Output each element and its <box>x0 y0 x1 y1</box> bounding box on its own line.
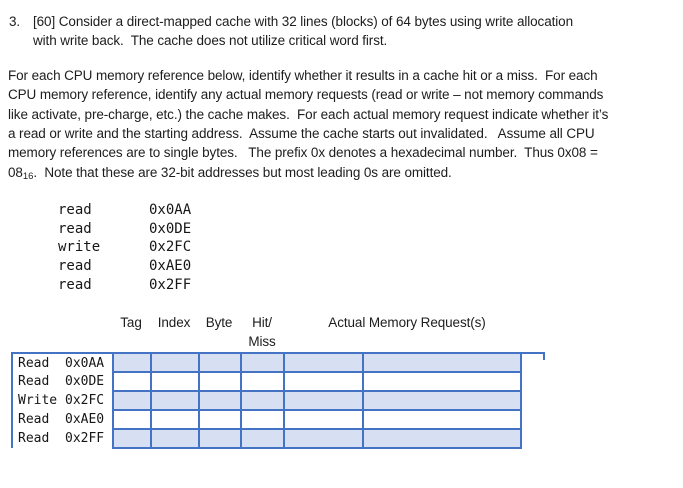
address: 0xAE0 <box>65 412 105 427</box>
table-row: Read 0xAE0 <box>11 409 522 430</box>
base-16-subscript: 16 <box>22 170 34 182</box>
table-row: Read 0x0AA <box>11 352 522 373</box>
table-top-border-tick <box>543 352 545 360</box>
address: 0x0DE <box>65 374 105 389</box>
answer-cell-index <box>150 352 200 373</box>
answer-cell-hit-miss <box>240 371 285 392</box>
address: 0x0AA <box>149 202 192 218</box>
address: 0x2FC <box>149 239 192 256</box>
operation: Write <box>18 393 58 408</box>
answer-cell-tag <box>112 409 152 430</box>
answer-cell-index <box>150 428 200 449</box>
row-label: Read 0x0DE <box>11 372 113 391</box>
column-header-miss: Miss <box>248 333 276 349</box>
address: 0x2FF <box>65 431 105 446</box>
paragraph-line-3: like activate, pre-charge, etc.) the cac… <box>8 106 609 122</box>
operation: Read <box>18 412 50 427</box>
answer-cell-request-2 <box>362 409 522 430</box>
operation: read <box>58 258 92 275</box>
answer-cell-index <box>150 409 200 430</box>
column-header-index: Index <box>157 315 191 330</box>
address: 0xAE0 <box>149 258 192 275</box>
answer-cell-tag <box>112 371 152 392</box>
address: 0x2FC <box>65 393 105 408</box>
column-header-actual-memory-requests: Actual Memory Request(s) <box>328 315 486 330</box>
list-item: read 0x2FF <box>58 276 191 295</box>
operation: read <box>58 276 92 293</box>
answer-cell-hit-miss <box>240 428 285 449</box>
operation: Read <box>18 374 50 389</box>
column-header-byte: Byte <box>205 315 233 330</box>
list-item: write 0x2FC <box>58 238 191 257</box>
answer-cell-index <box>150 371 200 392</box>
answer-cell-request-1 <box>283 371 364 392</box>
answer-cell-request-1 <box>283 352 364 373</box>
answer-cell-hit-miss <box>240 409 285 430</box>
paragraph-line-6: 0816. Note that these are 32-bit address… <box>8 163 452 186</box>
answer-cell-hit-miss <box>240 352 285 373</box>
table-row: Read 0x0DE <box>11 371 522 392</box>
table-top-border-extension <box>518 352 545 354</box>
paragraph-line-4: a read or write and the starting address… <box>8 125 595 141</box>
answer-cell-request-2 <box>362 390 522 411</box>
answer-table: Read 0x0AA Read 0x0DE Write 0x2FC <box>11 352 522 449</box>
answer-cell-byte <box>198 428 242 449</box>
row-label: Read 0x2FF <box>11 429 113 448</box>
row-label: Write 0x2FC <box>11 391 113 410</box>
answer-cell-index <box>150 390 200 411</box>
answer-cell-tag <box>112 390 152 411</box>
list-item: read 0x0AA <box>58 201 191 220</box>
answer-cell-request-1 <box>283 428 364 449</box>
memory-reference-list: read 0x0AA read 0x0DE write 0x2FC read 0xAE0… <box>58 201 191 294</box>
answer-cell-byte <box>198 352 242 373</box>
row-label: Read 0xAE0 <box>11 410 113 429</box>
question-text-line-2: with write back. The cache does not util… <box>33 33 388 49</box>
operation: read <box>58 220 92 237</box>
list-item: read 0x0DE <box>58 220 191 239</box>
address: 0x0DE <box>149 220 192 237</box>
operation: Read <box>18 431 50 446</box>
hex-value: 08 <box>8 164 23 180</box>
answer-cell-byte <box>198 371 242 392</box>
answer-cell-byte <box>198 390 242 411</box>
question-text-line-1: [60] Consider a direct-mapped cache with… <box>33 14 573 29</box>
address: 0x2FF <box>149 276 192 293</box>
answer-cell-request-1 <box>283 409 364 430</box>
question-number: 3. <box>9 14 21 29</box>
column-header-hit: Hit/ <box>252 315 272 330</box>
paragraph-line-2: CPU memory reference, identify any actua… <box>8 87 604 103</box>
table-row: Read 0x2FF <box>11 428 522 449</box>
paragraph-line-5: memory references are to single bytes. T… <box>8 145 598 161</box>
column-header-tag: Tag <box>120 315 142 330</box>
paragraph-line-1: For each CPU memory reference below, ide… <box>8 68 598 83</box>
table-row: Write 0x2FC <box>11 390 522 411</box>
answer-cell-tag <box>112 352 152 373</box>
operation: read <box>58 202 92 218</box>
operation: Read <box>18 355 50 371</box>
row-label: Read 0x0AA <box>11 352 113 372</box>
operation: write <box>58 239 101 256</box>
answer-cell-request-2 <box>362 428 522 449</box>
answer-cell-hit-miss <box>240 390 285 411</box>
list-item: read 0xAE0 <box>58 257 191 276</box>
paragraph-line-6-rest: . Note that these are 32-bit addresses b… <box>33 164 452 180</box>
answer-cell-request-2 <box>362 371 522 392</box>
answer-cell-request-1 <box>283 390 364 411</box>
address: 0x0AA <box>65 355 105 371</box>
answer-cell-request-2 <box>362 352 522 373</box>
answer-cell-byte <box>198 409 242 430</box>
answer-cell-tag <box>112 428 152 449</box>
